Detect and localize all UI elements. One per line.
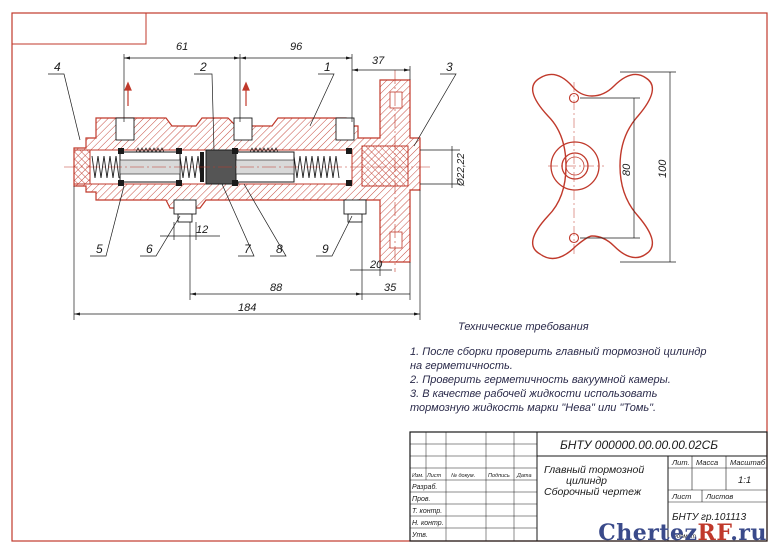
scale-value: 1:1 bbox=[738, 475, 751, 486]
hdr-sign: Подпись bbox=[488, 473, 510, 479]
drawing-name-1: Главный тормозной bbox=[544, 464, 644, 476]
drawing-name-2: цилиндр bbox=[566, 475, 607, 487]
dim-20: 20 bbox=[369, 259, 383, 271]
tech-req-title: Технические требования bbox=[458, 321, 589, 333]
callout-4: 4 bbox=[54, 60, 61, 74]
callout-2: 2 bbox=[199, 60, 207, 74]
dim-37: 37 bbox=[372, 55, 385, 67]
watermark-logo: ChertezRF.ru bbox=[598, 520, 767, 546]
drawing-frame bbox=[11, 12, 768, 542]
dim-diameter: Ø22,22 bbox=[456, 153, 467, 187]
row-nkontr: Н. контр. bbox=[412, 520, 444, 527]
tech-req-line2: 2. Проверить герметичность вакуумной кам… bbox=[409, 374, 671, 386]
tech-req-line3: 3. В качестве рабочей жидкости использов… bbox=[410, 388, 658, 400]
format-label: Формат bbox=[672, 534, 696, 540]
row-utv: Утв. bbox=[411, 532, 428, 539]
col-lit: Лит. bbox=[671, 458, 690, 467]
dim-184: 184 bbox=[238, 302, 256, 314]
callout-numbers: 4 2 1 3 5 6 7 8 9 bbox=[54, 60, 453, 256]
callout-3: 3 bbox=[446, 60, 453, 74]
col-sheet: Лист bbox=[671, 492, 691, 501]
hdr-doc: № докум. bbox=[451, 473, 475, 479]
callout-7: 7 bbox=[244, 242, 252, 256]
dimension-arrows bbox=[74, 56, 420, 316]
title-block bbox=[409, 431, 768, 542]
flange-outline bbox=[531, 73, 654, 260]
drawing-name-3: Сборочный чертеж bbox=[544, 486, 642, 498]
callout-5: 5 bbox=[96, 242, 103, 256]
dim-61: 61 bbox=[176, 41, 188, 53]
row-prov: Пров. bbox=[412, 496, 431, 503]
designation: БНТУ 000000.00.00.00.02СБ bbox=[560, 438, 718, 452]
dimension-texts: 61 96 37 12 20 35 88 184 Ø22,22 bbox=[176, 41, 467, 314]
row-razrab: Разраб. bbox=[412, 483, 437, 491]
dim-12: 12 bbox=[196, 224, 208, 236]
technical-requirements: Технические требования 1. После сборки п… bbox=[409, 321, 706, 414]
callout-1: 1 bbox=[324, 60, 331, 74]
dim-35: 35 bbox=[384, 282, 397, 294]
organization: БНТУ гр.101113 bbox=[672, 512, 747, 523]
tech-req-line1b: на герметичность. bbox=[410, 360, 513, 372]
dim-100: 100 bbox=[657, 159, 669, 178]
col-sheets: Листов bbox=[705, 492, 733, 501]
tech-req-line3b: тормозную жидкость марки "Нева" или "Том… bbox=[410, 402, 656, 414]
dim-96: 96 bbox=[290, 41, 303, 53]
dimension-lines bbox=[73, 54, 460, 320]
dim-88: 88 bbox=[270, 282, 283, 294]
callout-8: 8 bbox=[276, 242, 283, 256]
hdr-list: Лист bbox=[426, 473, 442, 479]
col-scale: Масштаб bbox=[730, 458, 766, 467]
callout-leaders bbox=[48, 73, 457, 257]
callout-9: 9 bbox=[322, 242, 329, 256]
title-block-texts: БНТУ 000000.00.00.00.02СБ Главный тормоз… bbox=[411, 438, 766, 540]
col-mass: Масса bbox=[696, 458, 718, 467]
hdr-izm: Изм. bbox=[412, 473, 424, 479]
hdr-date: Дата bbox=[516, 473, 532, 479]
tech-req-line1: 1. После сборки проверить главный тормоз… bbox=[410, 346, 706, 358]
side-view: 80 100 bbox=[531, 71, 676, 263]
callout-6: 6 bbox=[146, 242, 153, 256]
dim-80: 80 bbox=[621, 163, 633, 176]
spring-mid bbox=[179, 155, 202, 179]
row-tkontr: Т. контр. bbox=[412, 508, 442, 515]
cylinder-section-view bbox=[64, 70, 430, 272]
